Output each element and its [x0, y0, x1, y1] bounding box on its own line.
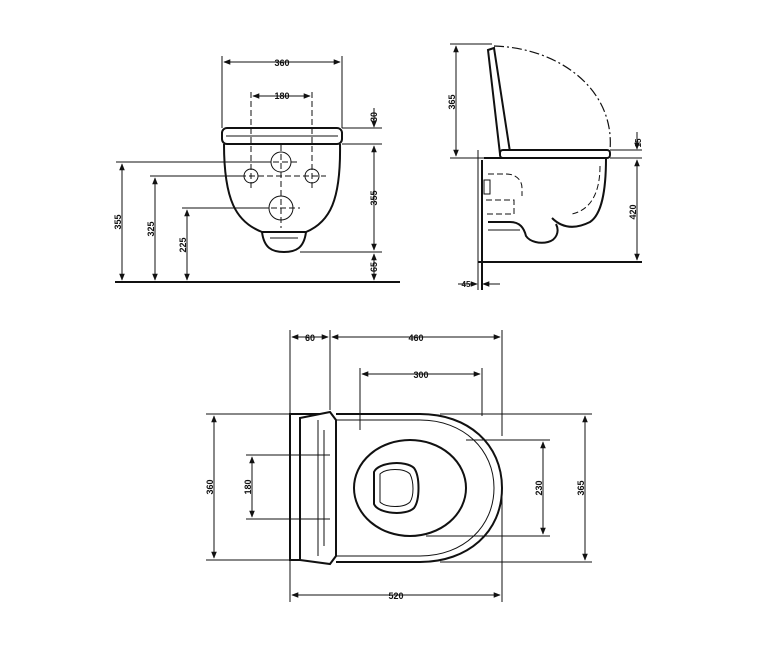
top-opening-width-label: 230	[534, 480, 544, 495]
side-seat-offset-label: 15	[634, 138, 643, 147]
side-lid-height-label: 365	[447, 94, 457, 109]
top-overall-length-label: 520	[388, 591, 403, 601]
side-rim-height-label: 420	[628, 204, 638, 219]
front-inlet-spacing-label: 180	[274, 91, 289, 101]
top-view: 60 460 300 360 180 230 365 520	[205, 330, 592, 602]
top-fixing-spacing-label: 180	[243, 479, 253, 494]
side-view: 365 15 420 45	[447, 43, 643, 290]
top-rear-offset-label: 60	[305, 333, 315, 343]
front-view: 360 180 355 325 225 30 355 65	[113, 56, 400, 283]
front-width-top-label: 360	[274, 58, 289, 68]
front-height-total-label: 355	[113, 214, 123, 229]
front-height-lower-hole-label: 225	[178, 237, 188, 252]
side-wall-offset-label: 45	[462, 280, 471, 289]
front-height-upper-holes-label: 325	[146, 221, 156, 236]
front-outlet-height-label: 65	[369, 262, 379, 272]
front-rim-offset-label: 30	[369, 112, 379, 122]
front-bowl-depth-label: 355	[369, 190, 379, 205]
top-opening-length-label: 300	[413, 370, 428, 380]
top-overall-width-label: 360	[205, 479, 215, 494]
top-seat-width-label: 365	[576, 480, 586, 495]
top-bowl-length-label: 460	[408, 333, 423, 343]
